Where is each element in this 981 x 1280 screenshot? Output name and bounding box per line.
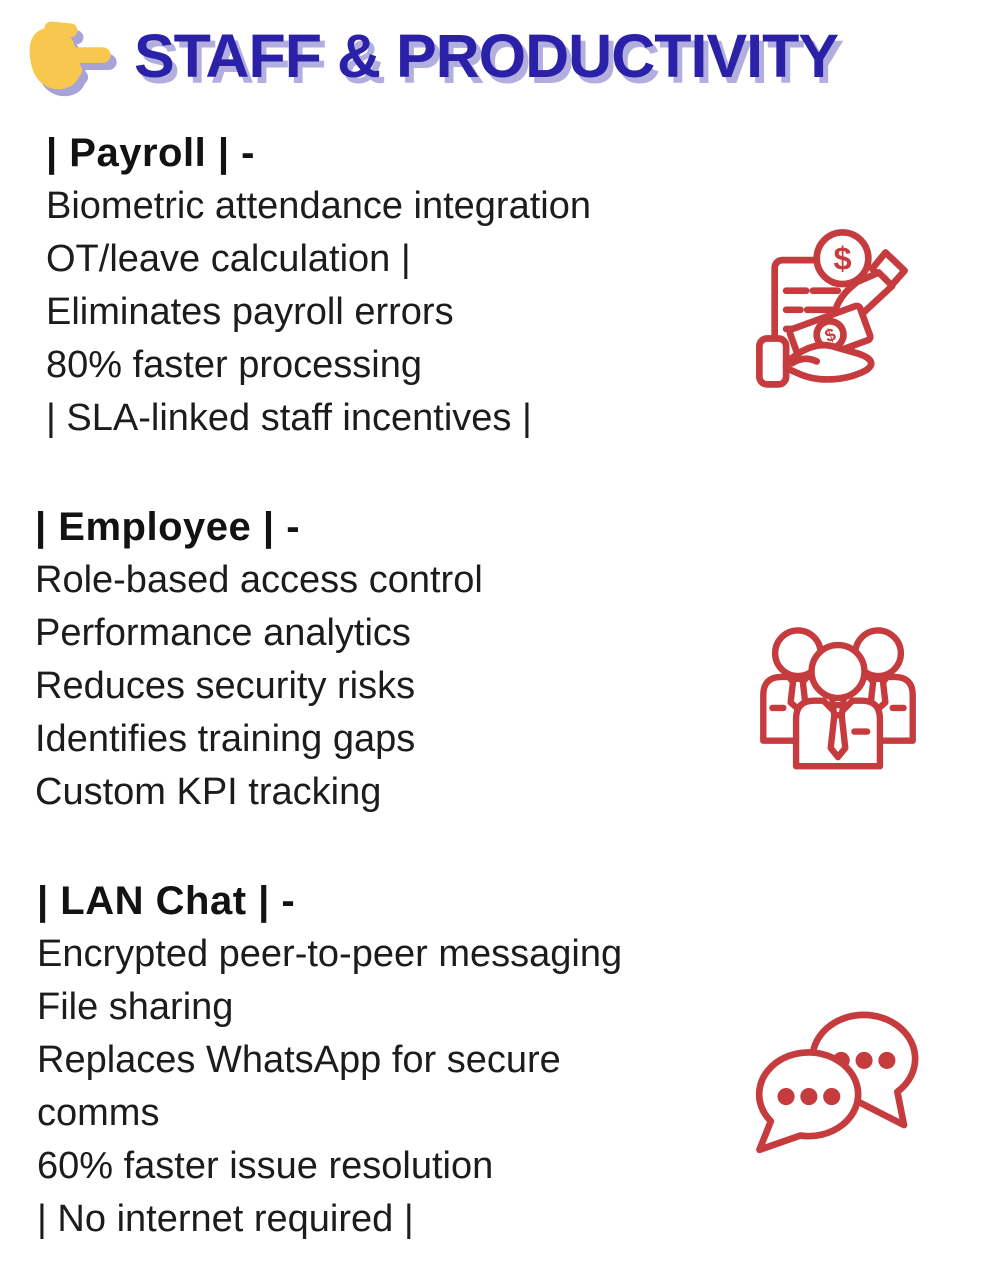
section-lan-chat-header: | LAN Chat | -: [37, 879, 296, 923]
feature-line: | SLA-linked staff incentives |: [46, 397, 532, 439]
payroll-money-hand-icon: $ $: [746, 220, 918, 392]
feature-line: Custom KPI tracking: [35, 771, 382, 813]
feature-line: 80% faster processing: [46, 344, 422, 386]
feature-line: Reduces security risks: [35, 665, 416, 707]
pointing-right-hand-icon: [26, 14, 118, 99]
section-payroll: | Payroll | - Biometric attendance integ…: [0, 127, 981, 445]
svg-text:$: $: [833, 241, 851, 277]
section-lan-chat: | LAN Chat | - Encrypted peer-to-peer me…: [0, 875, 981, 1246]
feature-line: Identifies training gaps: [35, 718, 416, 760]
page-title: STAFF & PRODUCTIVITY: [134, 21, 839, 90]
page-header: STAFF & PRODUCTIVITY: [0, 0, 981, 99]
feature-line: Replaces WhatsApp for secure comms: [37, 1039, 561, 1134]
feature-line: Biometric attendance integration: [46, 185, 591, 227]
feature-line: Encrypted peer-to-peer messaging: [37, 933, 623, 975]
team-people-icon: [756, 616, 920, 778]
chat-bubbles-icon: [748, 998, 924, 1158]
feature-line: 60% faster issue resolution: [37, 1145, 494, 1187]
section-payroll-header: | Payroll | -: [46, 131, 255, 175]
feature-line: Eliminates payroll errors: [46, 291, 454, 333]
feature-line: | No internet required |: [37, 1198, 414, 1240]
section-employee-header: | Employee | -: [35, 505, 301, 549]
feature-line: Performance analytics: [35, 612, 411, 654]
feature-line: File sharing: [37, 986, 234, 1028]
feature-line: OT/leave calculation |: [46, 238, 411, 280]
feature-line: Role-based access control: [35, 559, 483, 601]
section-employee: | Employee | - Role-based access control…: [0, 501, 981, 819]
